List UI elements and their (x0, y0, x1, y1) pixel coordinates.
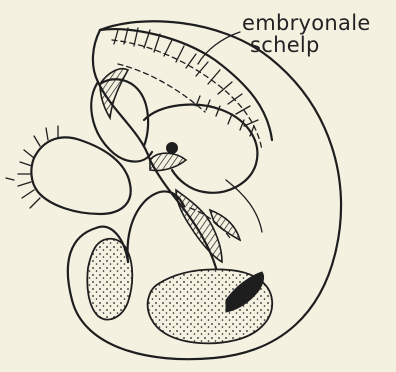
label: embryonale schelp (242, 11, 371, 57)
small-rib-ticks (196, 96, 254, 136)
yolk-mass-bottom (148, 269, 273, 343)
embryonic-shell (100, 28, 272, 150)
label-line-1: embryonale (242, 11, 371, 35)
label-line-2: schelp (250, 33, 320, 57)
ciliated-lobe (6, 79, 152, 214)
yolk-mass-left (87, 239, 132, 320)
